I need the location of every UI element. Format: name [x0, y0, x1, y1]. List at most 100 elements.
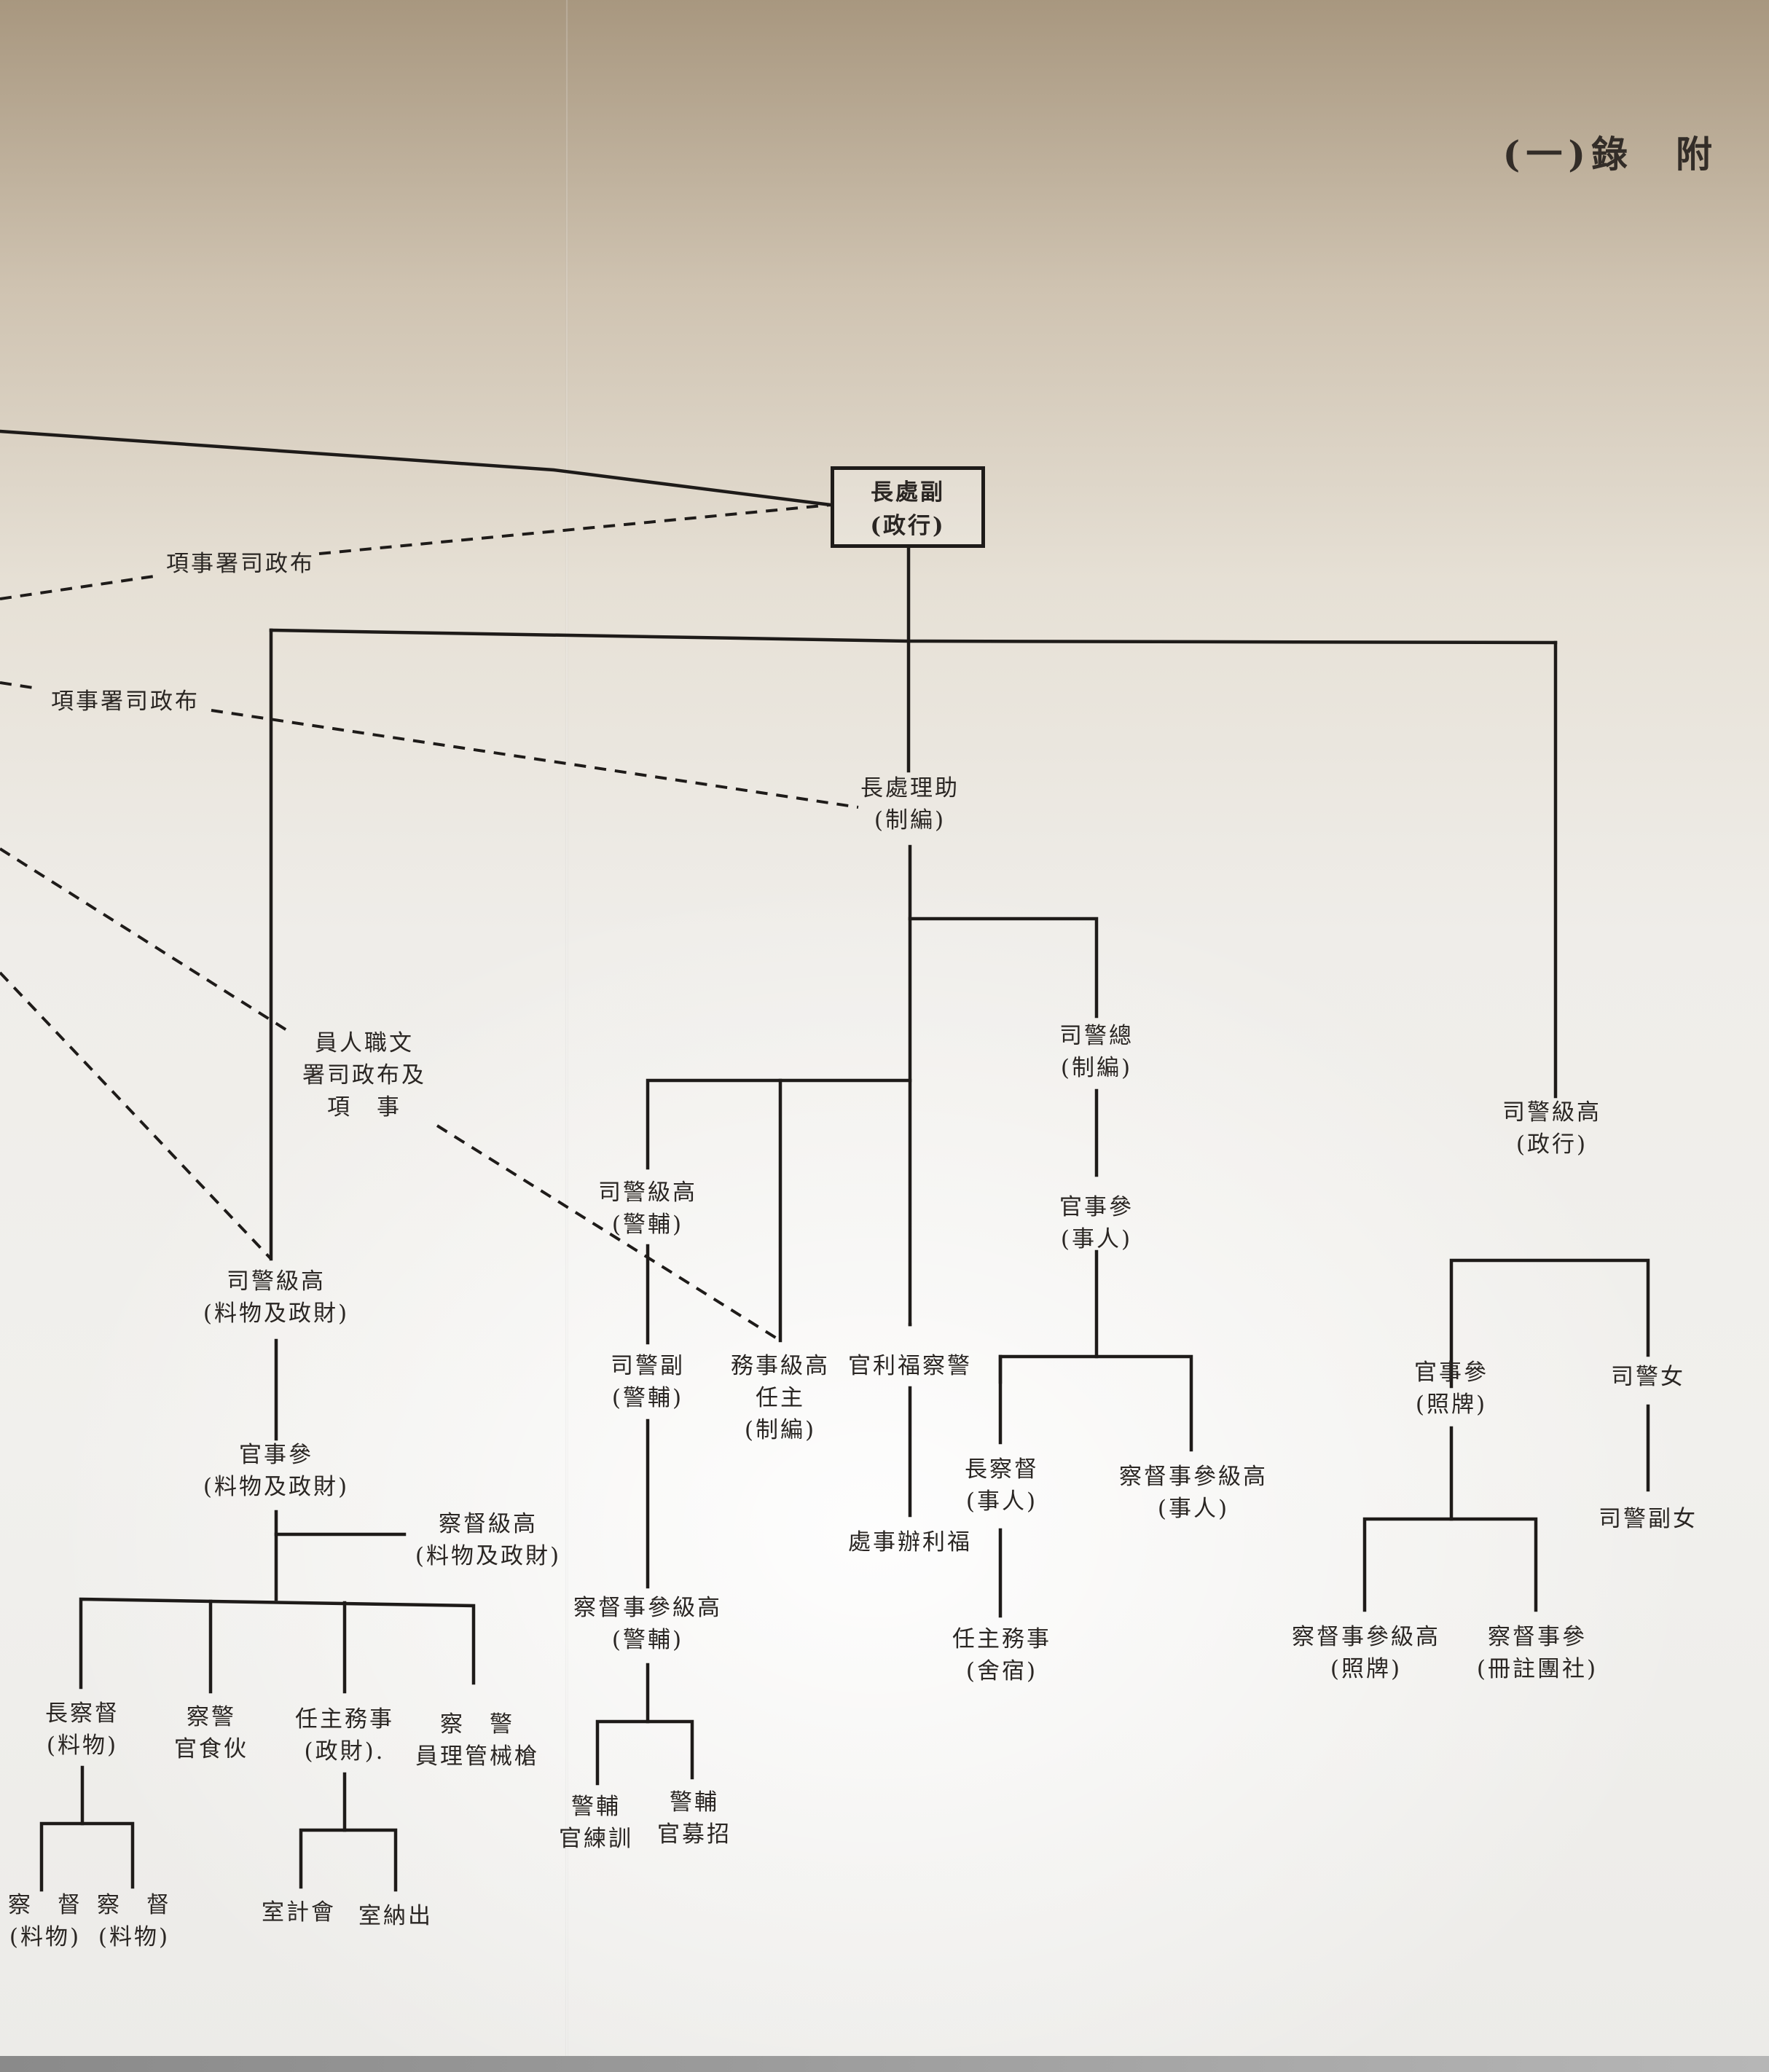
- node-line1: 室計會: [262, 1899, 336, 1926]
- node-line1: 任主務事: [952, 1626, 1051, 1652]
- node-line1: 官事參: [238, 1442, 313, 1468]
- node-line2: (警輔): [611, 1385, 684, 1411]
- node-line2: (政行): [1515, 1131, 1588, 1158]
- node-admin-officer-fin: 任主務事 (政財).: [295, 1703, 394, 1767]
- node-senior-officer-admin: 務事級高 任主 (制編): [731, 1350, 830, 1446]
- node-line1: 官事參: [1059, 1194, 1134, 1220]
- node-line2: (料物及政財): [203, 1474, 350, 1500]
- link-head-from-left: [0, 429, 833, 507]
- deputy-director-title: 長處副: [871, 479, 945, 506]
- node-line1: 察督級高: [438, 1511, 538, 1537]
- dashed-label-civil-line3: 項 事: [327, 1094, 401, 1121]
- dashed-label-civil: 員人職文 署司政布及 項 事: [302, 1027, 426, 1123]
- node-line1: 司警副女: [1599, 1506, 1698, 1532]
- node-staff-officer-fin: 官事參 (料物及政財): [203, 1439, 349, 1503]
- node-line1: 司警總: [1059, 1023, 1134, 1049]
- node-line2: (警輔): [611, 1627, 684, 1653]
- node-line2: (制編): [874, 807, 946, 833]
- node-line1: 司警級高: [598, 1180, 697, 1206]
- dashed-label-civil-line1: 員人職文: [315, 1030, 414, 1056]
- node-line1: 處事辦利福: [848, 1529, 972, 1555]
- node-mess-officer: 察警 官食伙: [174, 1701, 248, 1765]
- dashed-link-assistant-left: [0, 681, 39, 690]
- node-senior-supt-fin: 司警級高 (料物及政財): [203, 1265, 349, 1330]
- node-senior-inspector-personnel: 察督事參級高 (事人): [1119, 1461, 1268, 1525]
- node-staff-inspector-society: 察督事參 (冊註團社): [1477, 1621, 1598, 1685]
- node-line1: 長察督: [45, 1700, 119, 1727]
- node-line2: (舍宿): [965, 1658, 1038, 1684]
- node-line1: 察 警: [440, 1711, 514, 1738]
- node-chief-inspector-personnel: 長察督 (事人): [965, 1453, 1039, 1518]
- deputy-director-subtitle: (政行): [870, 513, 946, 539]
- node-senior-supt-admin: 司警級高 (政行): [1502, 1096, 1601, 1161]
- node-senior-supt-aux: 司警級高 (警輔): [598, 1177, 697, 1241]
- node-accounts-room: 室計會: [262, 1896, 336, 1928]
- node-line2: (照牌): [1330, 1656, 1403, 1682]
- dashed-link-head-left: [0, 574, 160, 600]
- node-line1: 官事參: [1414, 1359, 1488, 1386]
- main-bus: [269, 628, 1558, 645]
- dashed-link-civil-upper: [0, 847, 293, 1035]
- node-line1: 察 督: [8, 1892, 82, 1918]
- node-senior-inspector-fin: 察督級高 (料物及政財): [415, 1508, 561, 1572]
- dashed-link-head-right: [318, 503, 831, 555]
- node-line1: 察警: [187, 1704, 236, 1730]
- node-line2: 官練訓: [559, 1826, 633, 1852]
- node-recruit-officer: 警輔 官募招: [657, 1786, 731, 1851]
- node-line1: 察督事參級高: [1292, 1624, 1440, 1650]
- node-line2: (料物及政財): [415, 1543, 562, 1569]
- node-line1: 司警副: [611, 1353, 685, 1379]
- bus-accounts: [299, 1828, 398, 1892]
- node-line2: (照牌): [1415, 1392, 1488, 1418]
- node-staff-officer-licence: 官事參 (照牌): [1414, 1357, 1488, 1421]
- node-line2: 官募招: [657, 1821, 731, 1848]
- node-line1: 任主務事: [295, 1706, 394, 1732]
- dashed-link-fin-diag: [0, 971, 272, 1260]
- node-deputy-supt-aux: 司警副 (警輔): [611, 1350, 685, 1414]
- node-line1: 察督事參級高: [1119, 1464, 1268, 1490]
- page-fold: [565, 0, 568, 2072]
- node-admin-officer-quarters: 任主務事 (舍宿): [952, 1623, 1051, 1687]
- node-line2: (料物): [46, 1732, 119, 1759]
- node-training-officer: 警輔 官練訓: [559, 1791, 633, 1855]
- deputy-director-box: 長處副 (政行): [831, 466, 985, 548]
- node-armoury-manager: 察 警 員理管械槍: [415, 1708, 539, 1773]
- node-welfare-officer: 官利福察警: [848, 1350, 972, 1382]
- node-line1: 務事級高: [731, 1353, 830, 1379]
- node-assistant-director: 長處理助 (制編): [860, 772, 960, 836]
- bus-personnel: [998, 1354, 1193, 1452]
- node-line1: 官利福察警: [848, 1353, 972, 1379]
- node-line2: (料物及政財): [203, 1300, 350, 1327]
- node-line1: 察 督: [97, 1892, 171, 1918]
- node-senior-staff-inspector-licence: 察督事參級高 (照牌): [1292, 1621, 1440, 1685]
- node-line2: 員理管械槍: [415, 1743, 539, 1770]
- node-line2: (事人): [965, 1488, 1038, 1515]
- bus-aux: [646, 1078, 912, 1170]
- node-line2: (事人): [1157, 1496, 1230, 1522]
- node-line2: (料物): [98, 1924, 170, 1950]
- node-welfare-office: 處事辦利福: [848, 1526, 972, 1558]
- dashed-link-civil-lower: [436, 1124, 782, 1342]
- node-line2: (冊註團社): [1476, 1656, 1599, 1682]
- node-line1: 長察督: [965, 1456, 1039, 1483]
- node-inspector-stores-2: 察 督 (料物): [97, 1889, 171, 1953]
- link-chief-supt: [908, 917, 1099, 1019]
- node-line2: 任主: [756, 1385, 805, 1411]
- node-staff-officer-personnel: 官事參 (事人): [1059, 1191, 1134, 1255]
- node-line1: 察督事參級高: [573, 1595, 722, 1621]
- dashed-label-top: 項事署司政布: [166, 551, 315, 577]
- node-line2: 官食伙: [174, 1736, 248, 1762]
- node-woman-deputy-supt: 司警副女: [1599, 1503, 1698, 1535]
- desk-edge: [0, 2056, 1769, 2072]
- dashed-link-assistant-right: [211, 709, 859, 809]
- dashed-label-second: 項事署司政布: [51, 688, 200, 715]
- node-chief-inspector-stores: 長察督 (料物): [45, 1698, 119, 1762]
- node-line1: 司警級高: [1502, 1099, 1601, 1126]
- node-line1: 司警級高: [226, 1268, 326, 1295]
- node-line1: 室納出: [358, 1903, 433, 1929]
- node-woman-supt: 司警女: [1611, 1361, 1685, 1393]
- node-inspector-stores-1: 察 督 (料物): [8, 1889, 82, 1953]
- node-line2: (警輔): [611, 1212, 684, 1238]
- node-line3: (制編): [744, 1417, 817, 1443]
